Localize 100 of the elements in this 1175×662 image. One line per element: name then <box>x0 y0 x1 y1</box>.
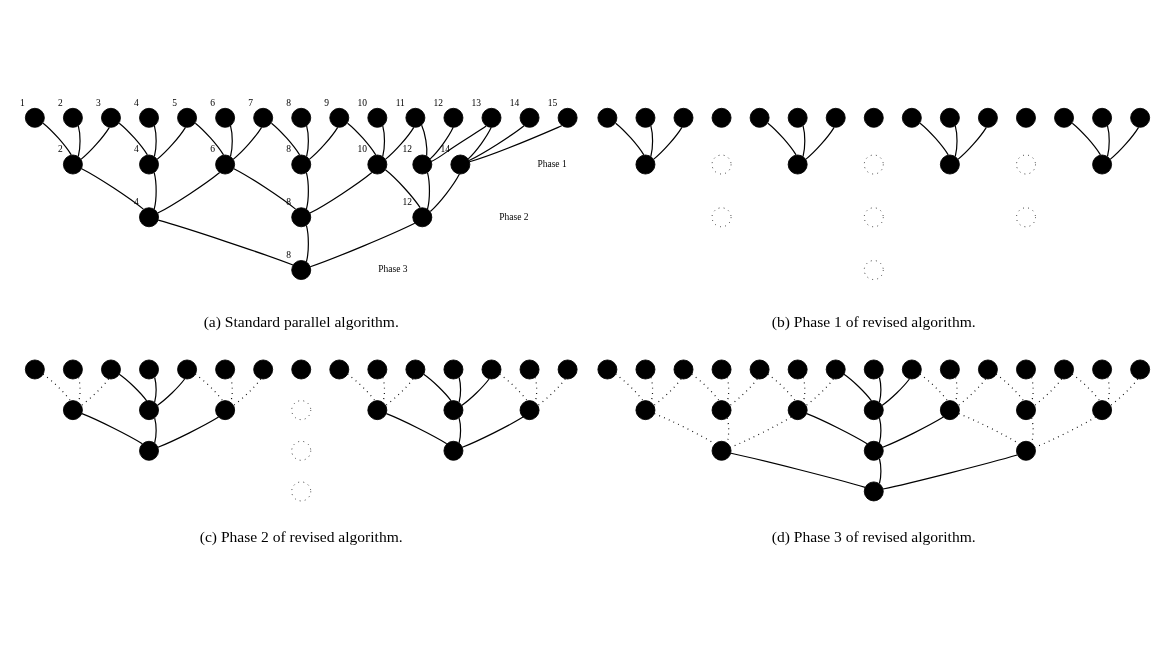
node-dot <box>863 481 884 502</box>
node-dot <box>939 359 960 380</box>
connector <box>843 373 873 402</box>
node-label: 10 <box>357 144 367 155</box>
node-dot <box>367 107 388 128</box>
node-dot <box>405 107 426 128</box>
connector <box>806 413 868 445</box>
node-label: 14 <box>509 97 520 108</box>
node-dot <box>597 107 618 128</box>
node-label: 9 <box>324 97 330 108</box>
connector <box>232 378 262 406</box>
label: Phase 1 <box>537 158 567 169</box>
connector <box>233 168 297 210</box>
node-dot <box>443 440 464 461</box>
node-dot <box>863 107 884 128</box>
node-dot <box>139 107 159 128</box>
connector <box>878 458 882 485</box>
connector <box>881 378 911 406</box>
node-dot <box>519 107 540 128</box>
connector <box>194 373 224 402</box>
connector <box>194 122 225 156</box>
connector <box>650 125 654 158</box>
node-dot <box>215 400 236 421</box>
label: (b) Phase 1 of revised algorithm. <box>771 312 976 330</box>
node-dot <box>450 154 471 175</box>
node-dot <box>443 359 464 380</box>
node-dot <box>635 107 656 128</box>
node-dot <box>291 207 312 228</box>
node-dot <box>101 359 121 380</box>
node-dot <box>291 154 312 175</box>
node-dot <box>787 107 808 128</box>
connector <box>305 125 309 158</box>
connector <box>1033 378 1063 406</box>
connector <box>305 224 309 263</box>
connector <box>1034 416 1097 448</box>
connector <box>154 417 157 444</box>
node-dot <box>901 359 922 380</box>
connector <box>385 413 448 445</box>
node-label: 8 <box>286 196 292 207</box>
node-dot <box>863 359 884 380</box>
node-dot <box>24 107 45 128</box>
node-dot <box>635 400 656 421</box>
node-dot <box>481 107 502 128</box>
connector <box>957 378 987 406</box>
node-label: 13 <box>471 97 482 108</box>
connector <box>534 376 538 403</box>
label: Phase 2 <box>499 211 529 222</box>
connector <box>118 122 148 156</box>
connector <box>384 169 421 209</box>
node-dot <box>101 107 121 128</box>
node-dot <box>291 107 312 128</box>
connector <box>615 122 645 156</box>
node-dot <box>1092 400 1113 421</box>
connector <box>80 126 110 160</box>
connector <box>458 417 462 444</box>
connector <box>153 125 157 158</box>
node-dot <box>177 107 197 128</box>
node-label: 5 <box>172 97 177 108</box>
connector <box>81 413 143 445</box>
connector <box>467 126 492 160</box>
connector <box>230 376 233 403</box>
node-dot <box>519 359 540 380</box>
node-dot <box>62 107 83 128</box>
label: (c) Phase 2 of revised algorithm. <box>199 527 403 545</box>
node-dot <box>711 359 732 380</box>
node-dot <box>1092 359 1113 380</box>
node-dot <box>139 154 159 175</box>
connector <box>919 373 949 402</box>
connector <box>346 373 376 402</box>
connector <box>767 373 796 402</box>
connector <box>430 125 487 163</box>
node-dot <box>787 359 808 380</box>
connector <box>954 376 958 403</box>
node-dot <box>139 359 159 380</box>
node-dot <box>1016 400 1036 421</box>
connector <box>229 125 233 158</box>
connector <box>346 122 377 156</box>
node-dot <box>367 359 388 380</box>
node-dot <box>519 400 540 421</box>
node-dot <box>978 359 998 380</box>
node-dot <box>557 359 578 380</box>
node-label: 8 <box>286 249 292 260</box>
connector <box>308 126 339 160</box>
node-label: 6 <box>210 97 215 108</box>
connector <box>309 222 416 268</box>
connector <box>156 126 187 160</box>
connector <box>729 416 792 448</box>
node-label: 8 <box>286 97 292 108</box>
connector <box>882 416 944 448</box>
node-label: 6 <box>210 144 215 155</box>
connector <box>153 172 157 210</box>
node-dot <box>291 359 312 380</box>
connector <box>802 376 806 403</box>
node-label: 1 <box>19 97 25 108</box>
connector <box>77 125 81 158</box>
node-dot <box>24 359 45 380</box>
node-label: 3 <box>96 97 101 108</box>
connector <box>458 376 462 403</box>
node-dot <box>863 440 884 461</box>
node-circle <box>863 154 884 175</box>
